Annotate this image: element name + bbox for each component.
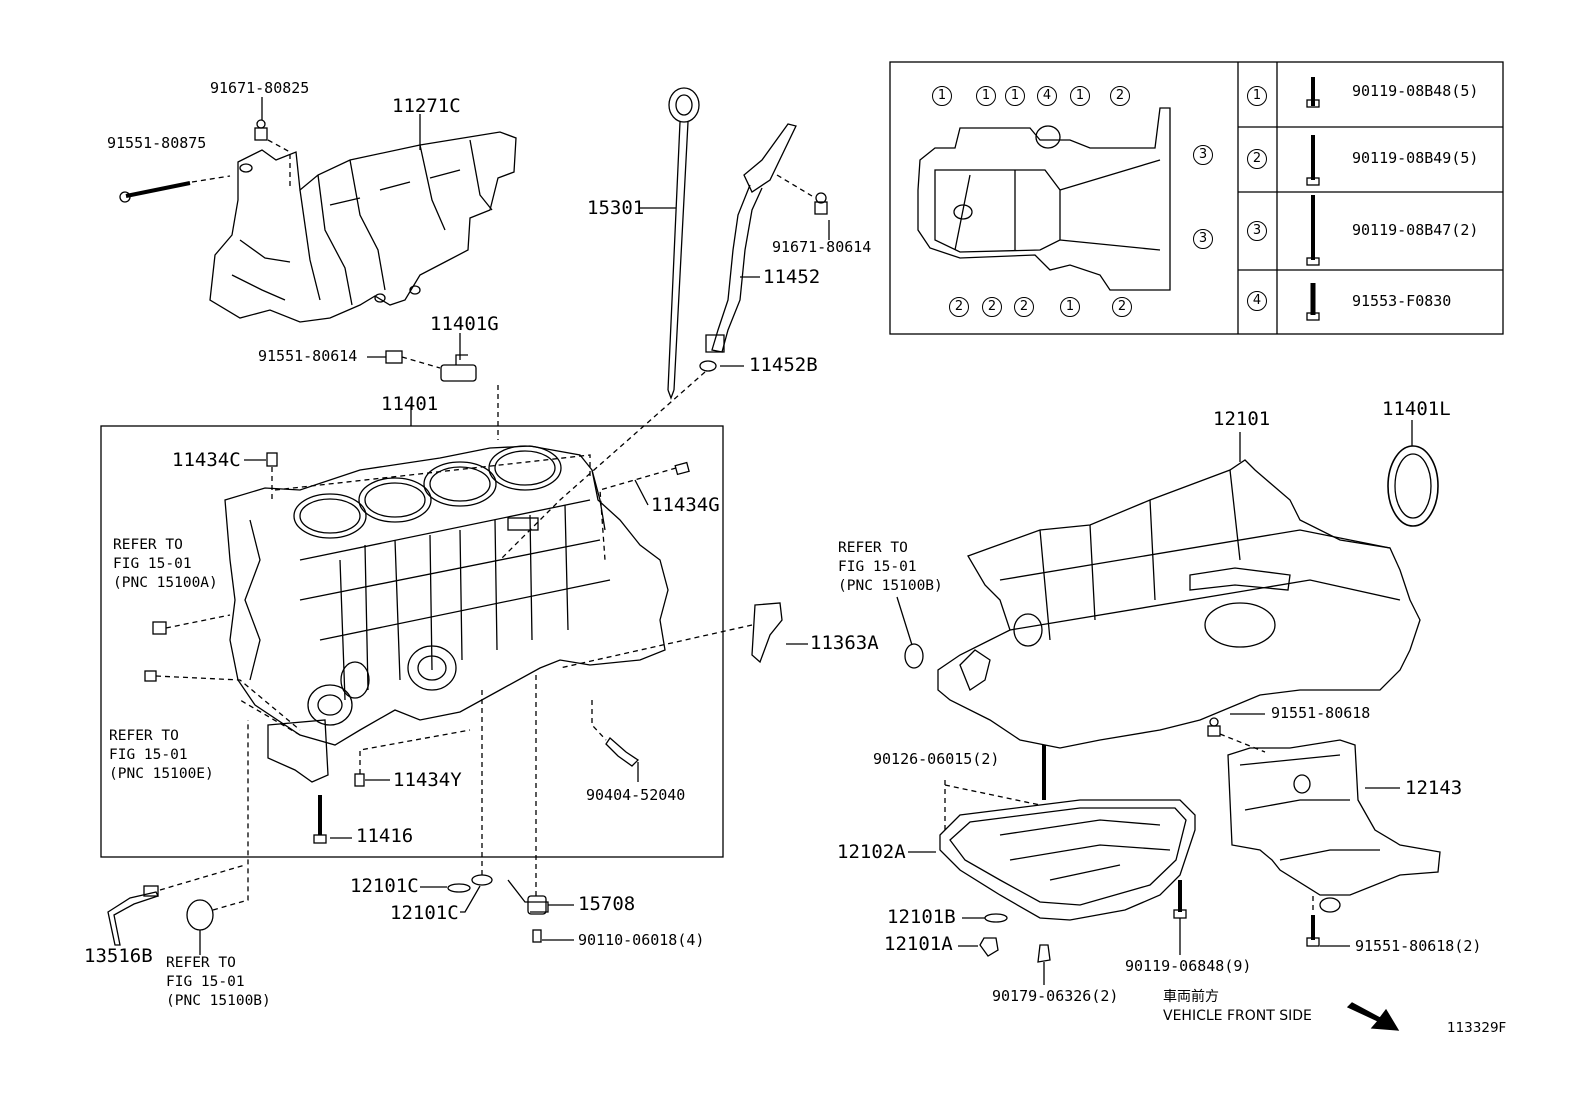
label-12101C-upper: 12101C — [350, 875, 419, 897]
label-11363A: 11363A — [810, 632, 879, 654]
label-91551-80614: 91551-80614 — [258, 347, 358, 365]
inset-marker-bottom-1: 2 — [949, 297, 969, 317]
label-90404-52040: 90404-52040 — [586, 786, 686, 804]
label-91551-80618: 91551-80618 — [1271, 704, 1371, 722]
label-12101B: 12101B — [887, 906, 956, 928]
label-15708: 15708 — [578, 893, 636, 915]
label-13516B: 13516B — [84, 945, 153, 967]
label-12143: 12143 — [1405, 777, 1463, 799]
inset-marker-bottom-2: 2 — [982, 297, 1002, 317]
label-11434C: 11434C — [172, 449, 241, 471]
label-12101: 12101 — [1213, 408, 1271, 430]
label-15301: 15301 — [587, 197, 645, 219]
inset-marker-top-2: 1 — [976, 86, 996, 106]
oil-pan-upper-drawing — [937, 459, 1421, 749]
inset-marker-bottom-3: 2 — [1014, 297, 1034, 317]
vehicle-front-japanese: 車両前方 — [1163, 989, 1219, 1005]
label-11434G: 11434G — [651, 494, 720, 516]
inset-marker-top-1: 1 — [932, 86, 952, 106]
label-90179-06326: 90179-06326(2) — [992, 987, 1119, 1005]
inset-marker-top-3: 1 — [1005, 86, 1025, 106]
label-91671-80614: 91671-80614 — [772, 238, 872, 256]
label-90126-06015: 90126-06015(2) — [873, 750, 1000, 768]
oil-pan-lower-drawing — [939, 799, 1196, 921]
reference-note-15100A: REFER TO FIG 15-01 (PNC 15100A) — [113, 537, 218, 591]
vehicle-front-arrow-icon — [1348, 1000, 1400, 1032]
reference-note-15100B-right: REFER TO FIG 15-01 (PNC 15100B) — [838, 540, 943, 594]
label-11271C: 11271C — [392, 95, 461, 117]
label-91551-80618-2: 91551-80618(2) — [1355, 937, 1482, 955]
label-11401G: 11401G — [430, 313, 499, 335]
bolt-part-4: 91553-F0830 — [1352, 292, 1452, 310]
cylinder-block-drawing — [224, 445, 669, 746]
inset-marker-bottom-4: 1 — [1060, 297, 1080, 317]
label-11452: 11452 — [763, 266, 821, 288]
bolt-key-3: 3 — [1247, 221, 1267, 241]
vehicle-front-english: VEHICLE FRONT SIDE — [1163, 1008, 1312, 1024]
inset-marker-right-2: 3 — [1193, 229, 1213, 249]
baffle-plate-drawing — [1227, 739, 1441, 913]
inset-marker-top-4: 4 — [1037, 86, 1057, 106]
inset-marker-bottom-5: 2 — [1112, 297, 1132, 317]
inset-marker-right-1: 3 — [1193, 145, 1213, 165]
label-12102A: 12102A — [837, 841, 906, 863]
dipstick-drawing — [667, 87, 700, 400]
reference-note-15100B-left: REFER TO FIG 15-01 (PNC 15100B) — [166, 955, 271, 1009]
inset-marker-top-6: 2 — [1110, 86, 1130, 106]
intake-manifold-drawing — [209, 131, 517, 323]
label-11434Y: 11434Y — [393, 769, 462, 791]
label-11416: 11416 — [356, 825, 414, 847]
inset-marker-top-5: 1 — [1070, 86, 1090, 106]
label-91551-80875: 91551-80875 — [107, 134, 207, 152]
reference-note-15100E: REFER TO FIG 15-01 (PNC 15100E) — [109, 728, 214, 782]
label-12101A: 12101A — [884, 933, 953, 955]
label-90110-06018: 90110-06018(4) — [578, 931, 705, 949]
label-11401L: 11401L — [1382, 398, 1451, 420]
label-12101C-lower: 12101C — [390, 902, 459, 924]
inset-oil-pan-outline — [917, 107, 1171, 291]
label-11452B: 11452B — [749, 354, 818, 376]
label-91671-80825: 91671-80825 — [210, 79, 310, 97]
bolt-key-4: 4 — [1247, 291, 1267, 311]
bolt-part-1: 90119-08B48(5) — [1352, 82, 1479, 100]
bolt-part-3: 90119-08B47(2) — [1352, 221, 1479, 239]
block-group-frame — [100, 425, 724, 858]
label-90119-06848: 90119-06848(9) — [1125, 957, 1252, 975]
label-11401: 11401 — [381, 393, 439, 415]
bolt-key-2: 2 — [1247, 149, 1267, 169]
bolt-part-2: 90119-08B49(5) — [1352, 149, 1479, 167]
bolt-key-1: 1 — [1247, 86, 1267, 106]
inset-frame — [889, 61, 1504, 335]
diagram-id: 113329F — [1447, 1020, 1507, 1036]
